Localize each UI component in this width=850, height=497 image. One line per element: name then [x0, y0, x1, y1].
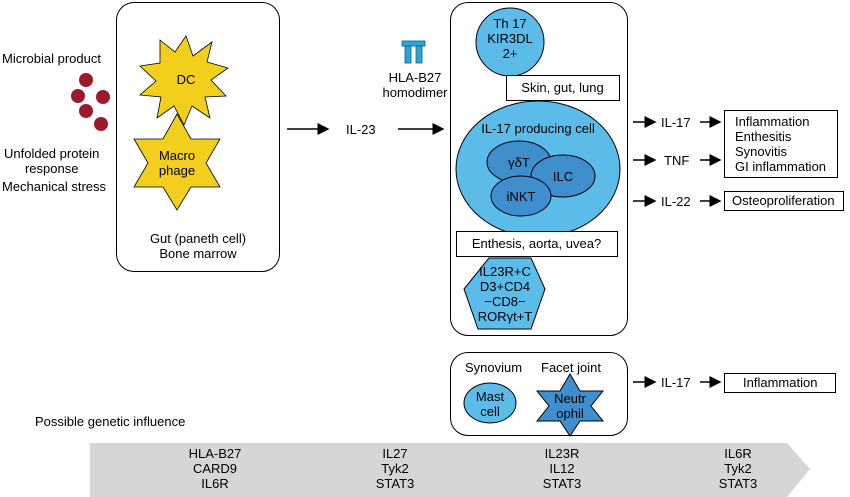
il17-lower-output-label: IL-17 [661, 375, 691, 390]
genetic-group-3: IL23R IL12 STAT3 [542, 446, 582, 491]
pentagon-label: IL23R+C D3+CD4 −CD8− RORγt+T [477, 264, 533, 324]
il17-producing-label: IL-17 producing cell [481, 121, 595, 136]
th17-label: Th 17 KIR3DL 2+ [487, 16, 533, 61]
enthesis-box: Enthesis, aorta, uvea? [456, 231, 618, 257]
skin-gut-lung-label: Skin, gut, lung [521, 80, 604, 95]
il23-label: IL-23 [346, 122, 376, 137]
mechanical-stress-label: Mechanical stress [2, 179, 107, 194]
tnf-output-label: TNF [664, 153, 690, 168]
dc-label: DC [176, 72, 196, 87]
genetic-influence-label: Possible genetic influence [35, 414, 186, 429]
osteoproliferation-label: Osteoproliferation [732, 193, 835, 208]
microbial-dots [71, 73, 110, 131]
osteoproliferation-box: Osteoproliferation [724, 191, 844, 211]
inflammation-box: Inflammation [724, 373, 836, 393]
gut-site-label: Gut (paneth cell) Bone marrow [149, 231, 247, 261]
microbial-product-label: Microbial product [2, 51, 101, 66]
il17-output-label: IL-17 [661, 115, 691, 130]
genetic-band-arrow [90, 443, 810, 497]
mast-cell-label: Mast cell [475, 389, 505, 419]
genetic-group-1: HLA-B27 CARD9 IL6R [188, 446, 242, 491]
facet-joint-label: Facet joint [541, 360, 601, 375]
unfolded-protein-label: Unfolded protein response [4, 146, 100, 176]
neutrophil-label: Neutr ophil [554, 391, 586, 421]
effects-box: Inflammation Enthesitis Synovitis GI inf… [724, 110, 838, 178]
genetic-group-4: IL6R Tyk2 STAT3 [718, 446, 758, 491]
enthesis-label: Enthesis, aorta, uvea? [471, 236, 602, 251]
gdt-label: γδT [508, 155, 530, 170]
synovium-label: Synovium [465, 360, 523, 375]
ilc-label: ILC [552, 169, 574, 184]
inflammation-label: Inflammation [743, 375, 818, 390]
effects-list: Inflammation Enthesitis Synovitis GI inf… [735, 114, 827, 174]
skin-gut-lung-box: Skin, gut, lung [506, 75, 620, 101]
hla-b27-label: HLA-B27 homodimer [382, 70, 448, 100]
il22-output-label: IL-22 [661, 194, 691, 209]
inkt-label: iNKT [506, 189, 536, 204]
genetic-group-2: IL27 Tyk2 STAT3 [375, 446, 415, 491]
macrophage-label: Macro phage [158, 148, 196, 178]
